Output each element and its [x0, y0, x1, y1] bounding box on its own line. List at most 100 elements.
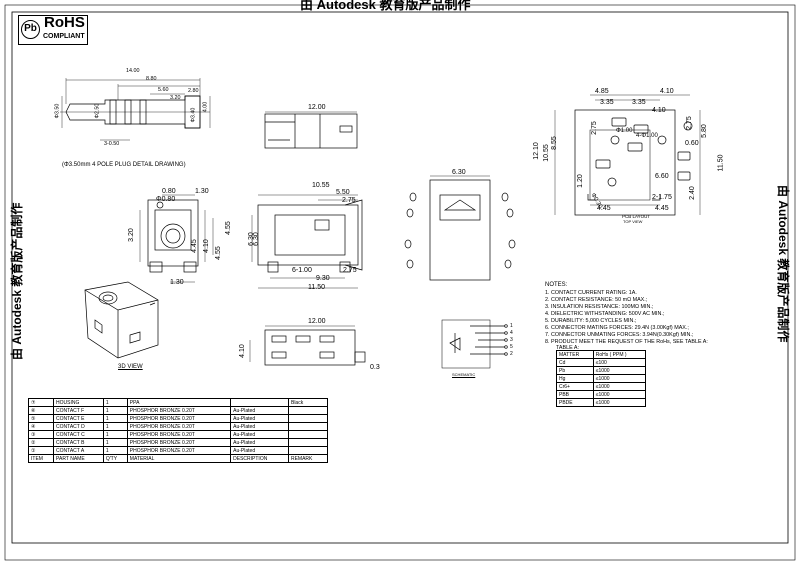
bottom-view-drawing — [249, 325, 366, 366]
3d-view-label: 3D VIEW — [118, 364, 143, 370]
pcb-dim: 4.10 — [660, 88, 674, 95]
table-cell: ① — [27, 446, 55, 455]
table-a-title: TABLE A: — [556, 345, 579, 351]
table-cell: 1 — [102, 446, 128, 455]
pcb-layout-drawing — [554, 94, 701, 216]
pcb-dim: 2-1.75 — [652, 194, 672, 201]
note-item: 7. CONNECTOR UNMATING FORCES: 3.94N(0.30… — [545, 332, 694, 338]
schematic-pin: 4 — [510, 330, 513, 336]
table-header: DESCRIPTION — [230, 454, 289, 463]
table-cell: CONTACT B — [53, 438, 104, 447]
schematic-pin: 3 — [510, 337, 513, 343]
outer-border — [4, 4, 796, 561]
note-item: 8. PRODUCT MEET THE REQUEST OF THE RoHs,… — [545, 339, 708, 345]
inner-border — [11, 11, 789, 544]
pcb-dim: 10.55 — [542, 144, 550, 162]
table-cell — [287, 414, 329, 423]
end-view-dim: 6.30 — [452, 169, 466, 176]
side-view-drawing — [251, 194, 363, 289]
table-cell: ③ — [27, 430, 55, 439]
front-dim: 3.20 — [127, 228, 135, 242]
end-view-drawing — [404, 175, 516, 281]
note-item: 5. DURABILITY: 5,000 CYCLES MIN.; — [545, 318, 637, 324]
pcb-caption: PCB LAYOUT — [622, 214, 651, 219]
pcb-dim: 4-Φ1.00 — [636, 133, 658, 139]
table-cell — [287, 422, 329, 431]
note-item: 3. INSULATION RESISTANCE: 100MΩ MIN.; — [545, 304, 654, 310]
table-cell: Au-Plated — [230, 430, 289, 439]
table-row: PBDE≤1000 — [556, 398, 647, 407]
bottom-dim: 0.3 — [370, 364, 380, 371]
side-dim: 2.75 — [342, 197, 356, 204]
plug-drawing — [60, 78, 211, 141]
table-cell: ≤1000 — [592, 366, 647, 375]
plug-dim: Φ3.50 — [54, 103, 61, 119]
table-cell — [287, 406, 329, 415]
front-dim: 1.30 — [170, 279, 184, 286]
table-cell — [287, 430, 329, 439]
pcb-dim: 4.10 — [652, 107, 666, 114]
table-cell: PHOSPHOR BRONZE 0.20T — [126, 422, 232, 431]
table-cell: Black — [287, 398, 329, 407]
table-cell: 1 — [102, 406, 128, 415]
front-dim: 4.55 — [224, 221, 232, 235]
pcb-dim: 6.60 — [655, 173, 669, 180]
plug-dim: 4.00 — [202, 101, 209, 113]
note-item: 1. CONTACT CURRENT RATING: 1A. — [545, 290, 637, 296]
rohs-badge: Pb RoHS COMPLIANT — [18, 14, 88, 45]
table-cell: ② — [27, 438, 55, 447]
table-cell: ④ — [27, 422, 55, 431]
table-cell: Hg — [556, 374, 594, 383]
front-dim: 4.10 — [202, 239, 210, 253]
pcb-dim: 11.50 — [717, 154, 725, 172]
table-cell: Cr6+ — [556, 382, 594, 391]
plug-dim: Φ3.40 — [190, 107, 197, 123]
plug-dim: 5.60 — [158, 87, 169, 93]
notes-title: NOTES: — [545, 282, 568, 288]
table-cell: Au-Plated — [230, 438, 289, 447]
table-header: ITEM — [27, 454, 55, 463]
pcb-dim: 2.75 — [590, 121, 598, 135]
table-cell: ⑥ — [27, 406, 55, 415]
table-cell: PHOSPHOR BRONZE 0.20T — [126, 406, 232, 415]
table-cell: Pb — [556, 366, 594, 375]
side-dim: 5.50 — [336, 189, 350, 196]
table-header: MATERIAL — [126, 454, 232, 463]
front-view-drawing — [139, 194, 214, 283]
table-header-row: MATTER RoHs ( PPM ) — [556, 350, 647, 359]
table-row: Cd≤100 — [556, 358, 647, 367]
rohs-title: RoHS — [44, 14, 85, 31]
side-dim: 6.30 — [252, 232, 260, 246]
plug-dim: Φ2.50 — [94, 103, 101, 119]
table-cell — [287, 438, 329, 447]
table-cell: CONTACT C — [53, 430, 104, 439]
plug-dim: 2.80 — [188, 88, 199, 94]
pcb-dim: 5.80 — [700, 124, 708, 138]
plug-dim: 14.00 — [126, 68, 140, 74]
schematic-pin: 1 — [510, 323, 513, 329]
table-cell: PBB — [556, 390, 594, 399]
note-item: 6. CONNECTOR MATING FORCES: 29.4N (3.00K… — [545, 325, 689, 331]
pcb-dim: Φ1.00 — [616, 128, 633, 134]
front-dim: 4.45 — [190, 239, 198, 253]
table-cell: ⑦ — [27, 398, 55, 407]
pcb-dim: 3.35 — [632, 99, 646, 106]
front-dim: 1.30 — [195, 188, 209, 195]
table-cell: PHOSPHOR BRONZE 0.20T — [126, 446, 232, 455]
table-cell: PHOSPHOR BRONZE 0.20T — [126, 414, 232, 423]
pcb-dim: 2.40 — [688, 186, 696, 200]
pcb-dim: 2.75 — [685, 116, 693, 130]
schematic-drawing — [441, 319, 508, 369]
front-dim: Φ0.80 — [156, 196, 176, 203]
schematic-pin: 2 — [510, 351, 513, 357]
pcb-dim: 4.45 — [655, 205, 669, 212]
front-dim: 0.80 — [162, 188, 176, 195]
note-item: 2. CONTACT RESISTANCE: 50 mΩ MAX.; — [545, 297, 648, 303]
